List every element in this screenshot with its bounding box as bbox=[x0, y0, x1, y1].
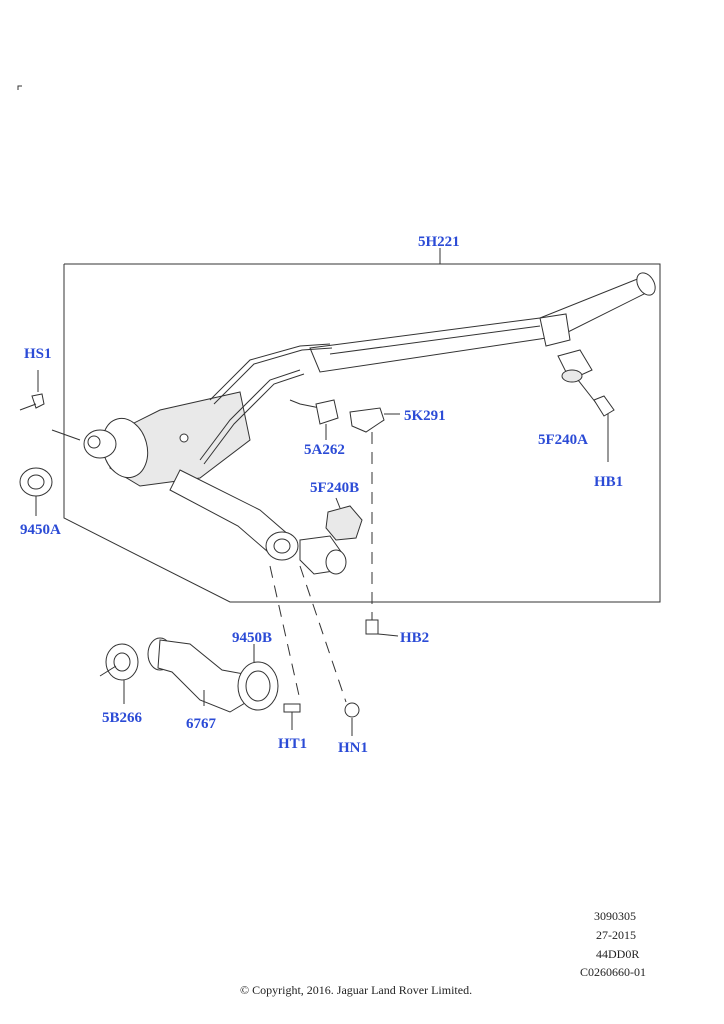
gasket-9450b bbox=[237, 644, 279, 711]
front-pipe-flange bbox=[265, 531, 347, 575]
bolt-hb2 bbox=[365, 619, 399, 637]
callout-hb1[interactable]: HB1 bbox=[594, 474, 623, 490]
callout-5b266[interactable]: 5B266 bbox=[102, 710, 143, 726]
gasket-5b266 bbox=[99, 643, 139, 704]
callout-ht1[interactable]: HT1 bbox=[278, 736, 307, 752]
alignment-line-hn1 bbox=[299, 565, 347, 703]
callout-5f240a[interactable]: 5F240A bbox=[538, 432, 588, 448]
catalytic-converter bbox=[83, 391, 291, 553]
callout-5f240b[interactable]: 5F240B bbox=[310, 480, 359, 496]
callout-5a262[interactable]: 5A262 bbox=[304, 442, 345, 458]
down-pipe-6767 bbox=[147, 637, 251, 713]
rubber-mount-5f240a bbox=[557, 349, 601, 409]
callout-5h221[interactable]: 5H221 bbox=[418, 234, 460, 250]
drawing-meta-line-1: 3090305 bbox=[594, 909, 636, 923]
alignment-line-ht1 bbox=[269, 565, 301, 701]
copyright-notice: © Copyright, 2016. Jaguar Land Rover Lim… bbox=[240, 983, 472, 997]
bracket-5k291 bbox=[349, 407, 400, 433]
callout-5k291[interactable]: 5K291 bbox=[404, 408, 446, 424]
callout-9450b[interactable]: 9450B bbox=[232, 630, 272, 646]
tail-pipe bbox=[309, 272, 656, 373]
callout-hn1[interactable]: HN1 bbox=[338, 740, 368, 756]
bolt-hb1 bbox=[593, 395, 615, 462]
sensor-pipes bbox=[199, 343, 333, 465]
drawing-meta-line-2: 27-2015 bbox=[596, 928, 636, 942]
assembly-outline bbox=[63, 248, 661, 603]
corner-mark bbox=[17, 85, 22, 90]
callout-9450a[interactable]: 9450A bbox=[20, 522, 61, 538]
nut-hn1 bbox=[344, 702, 360, 736]
clamp-5a262 bbox=[315, 399, 339, 440]
drawing-meta-line-3: 44DD0R bbox=[596, 947, 639, 961]
stud-ht1 bbox=[283, 703, 301, 730]
rubber-mount-5f240b bbox=[325, 497, 363, 541]
callout-hb2[interactable]: HB2 bbox=[400, 630, 429, 646]
stud-hs1 bbox=[19, 370, 81, 441]
gasket-9450a bbox=[19, 467, 53, 516]
callout-6767[interactable]: 6767 bbox=[186, 716, 217, 732]
drawing-meta-line-4: C0260660-01 bbox=[580, 965, 646, 979]
callout-hs1[interactable]: HS1 bbox=[24, 346, 52, 362]
